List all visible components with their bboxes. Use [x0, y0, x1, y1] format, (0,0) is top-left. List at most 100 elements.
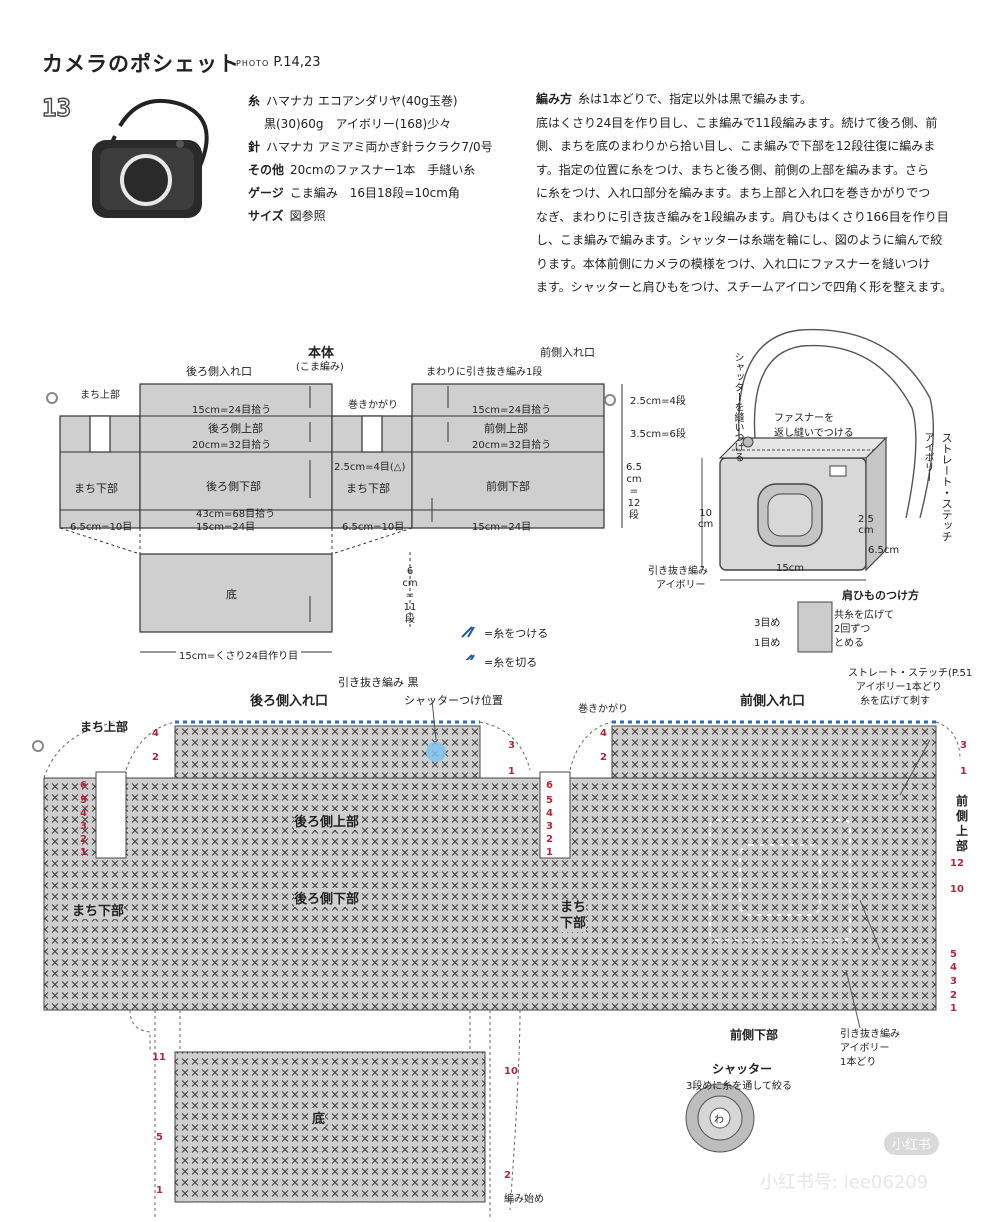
row-number: 5: [950, 949, 957, 960]
row-number: 4: [600, 728, 607, 739]
gusset-top-label: まち上部: [80, 390, 120, 401]
depth-65cm: 6.5cm: [868, 545, 900, 556]
attach-yarn-legend: =糸をつける: [484, 627, 549, 640]
shutter-position-marker: [426, 742, 446, 762]
slip-ivory-note: 引き抜き編み: [648, 566, 708, 577]
row-number: 1: [80, 847, 87, 858]
chart-gusset-top: まち上部: [80, 720, 129, 734]
ivory-note: アイボリー: [922, 432, 933, 482]
row-number: 11: [152, 1052, 166, 1063]
strap-note-2: 2回ずつ: [834, 624, 871, 635]
straight-stitch-note-2: アイボリー1本どり: [856, 682, 942, 693]
row-number: 3: [950, 976, 957, 987]
slip-ivory-note-2: アイボリー: [840, 1043, 890, 1054]
back-opening-label: 後ろ側入れ口: [186, 365, 252, 378]
chart-bottom: [174, 1051, 486, 1203]
slip-ivory-note-2: アイボリー: [656, 580, 706, 591]
watermark-badge: 小红书: [884, 1132, 940, 1155]
instructions-block: 編み方糸は1本どりで、指定以外は黒で編みます。 底はくさり24目を作り目し、こま…: [536, 92, 953, 294]
row-number: 3: [960, 740, 967, 751]
pattern-number: 13: [41, 93, 71, 122]
front-panel: [411, 383, 605, 529]
chart-bottom-label: 底: [312, 1108, 326, 1127]
row-number: 6: [546, 780, 553, 791]
row-number: 2: [600, 752, 607, 763]
pick-32-label: 20cm=32目拾う: [472, 440, 552, 451]
chart-front-upper: 前側上部: [956, 794, 969, 853]
row-number: 4: [80, 808, 87, 819]
chart-gusset-slit-left: [95, 771, 127, 859]
row-number: 1: [156, 1185, 163, 1196]
bottom-width: 15cm=くさり24目作り目: [176, 647, 302, 662]
shutter-note: 3段めに糸を通して絞る: [686, 1081, 793, 1092]
chart-back-lower: 後ろ側下部: [294, 888, 360, 907]
stitch-chart: [32, 699, 961, 1220]
height-6-rows: 3.5cm=6段: [630, 429, 686, 440]
chart-gusset-lower: まち下部: [72, 900, 125, 919]
row-number: 6: [80, 780, 87, 791]
row-1-label: 1目め: [754, 638, 781, 649]
bottom-label: 底: [226, 588, 237, 601]
row-number: 5: [156, 1132, 163, 1143]
row-number: 3: [80, 821, 87, 832]
slip-ivory-note-3: 1本どり: [840, 1057, 877, 1068]
zipper-note-2: 返し縫いでつける: [774, 428, 854, 439]
strap-note: 共糸を広げて: [834, 610, 894, 621]
row-number: 12: [950, 858, 964, 869]
pick-32-label: 20cm=32目拾う: [192, 440, 272, 451]
back-lower-label: 後ろ側下部: [206, 480, 261, 493]
watermark-text: 小红书号: lee06209: [760, 1172, 929, 1193]
chart-gusset-slit-right: [539, 771, 571, 859]
width-gusset: 6.5cm=10目: [342, 522, 405, 533]
straight-stitch-note: ストレート・ステッチ: [940, 432, 953, 542]
ring-label: わ: [714, 1115, 724, 1126]
row-number: 2: [546, 834, 553, 845]
straight-stitch-note-3: 糸を広げて刺す: [860, 696, 930, 707]
pick-24-label: 15cm=24目拾う: [192, 405, 272, 416]
pick-68-label: 43cm=68目拾う: [196, 509, 276, 520]
zipper-note: ファスナーを: [774, 413, 834, 424]
body-title: 本体: [308, 346, 335, 361]
chart-back-upper: 後ろ側上部: [294, 811, 360, 830]
width-gusset: 6.5cm=10目: [70, 522, 133, 533]
row-number: 5: [80, 795, 87, 806]
chart-back-opening-label: 後ろ側入れ口: [250, 694, 329, 709]
row-number: 1: [508, 766, 515, 777]
row-number: 4: [546, 808, 553, 819]
materials-block: 糸ハマナカ エコアンダリヤ(40g玉巻) 黒(30)60g アイボリー(168)…: [248, 94, 493, 223]
whipstitch-label: 巻きかがり: [348, 400, 398, 411]
gusset-lower-label: まち下部: [346, 482, 390, 495]
chart-front-opening-label: 前側入れ口: [740, 694, 806, 709]
row-number: 1: [546, 847, 553, 858]
camera-motif: [709, 819, 851, 941]
row-number: 3: [508, 740, 515, 751]
chart-front-opening: [611, 725, 937, 779]
row-number: 2: [504, 1170, 511, 1181]
bottom-panel: [139, 553, 333, 633]
decrease-note: 2.5cm=4目(△): [334, 462, 406, 473]
row-number: 1: [960, 766, 967, 777]
chart-slip-black: 引き抜き編み 黒: [338, 676, 419, 689]
chart-main-body: [43, 777, 937, 1011]
camera-illustration: [701, 328, 935, 653]
row-number: 5: [546, 795, 553, 806]
width-15: 15cm=24目: [196, 522, 256, 533]
chart-whipstitch: 巻きかがり: [578, 704, 628, 715]
straight-stitch-note: ストレート・ステッチ(P.51: [848, 668, 973, 679]
row-number: 2: [950, 990, 957, 1001]
pick-24-label: 15cm=24目拾う: [472, 405, 552, 416]
shutter-sew-note: シャッターを縫いつける: [732, 352, 743, 462]
row-number: 2: [152, 752, 159, 763]
back-upper-label: 後ろ側上部: [208, 422, 263, 435]
shutter-title: シャッター: [712, 1062, 773, 1076]
row-number: 3: [546, 821, 553, 832]
front-lower-label: 前側下部: [486, 480, 530, 493]
height-4-rows: 2.5cm=4段: [630, 396, 686, 407]
front-opening-label: 前側入れ口: [540, 346, 595, 359]
bag-photo: [92, 98, 209, 218]
chart-gusset-lower-right: まち下部: [560, 900, 587, 932]
